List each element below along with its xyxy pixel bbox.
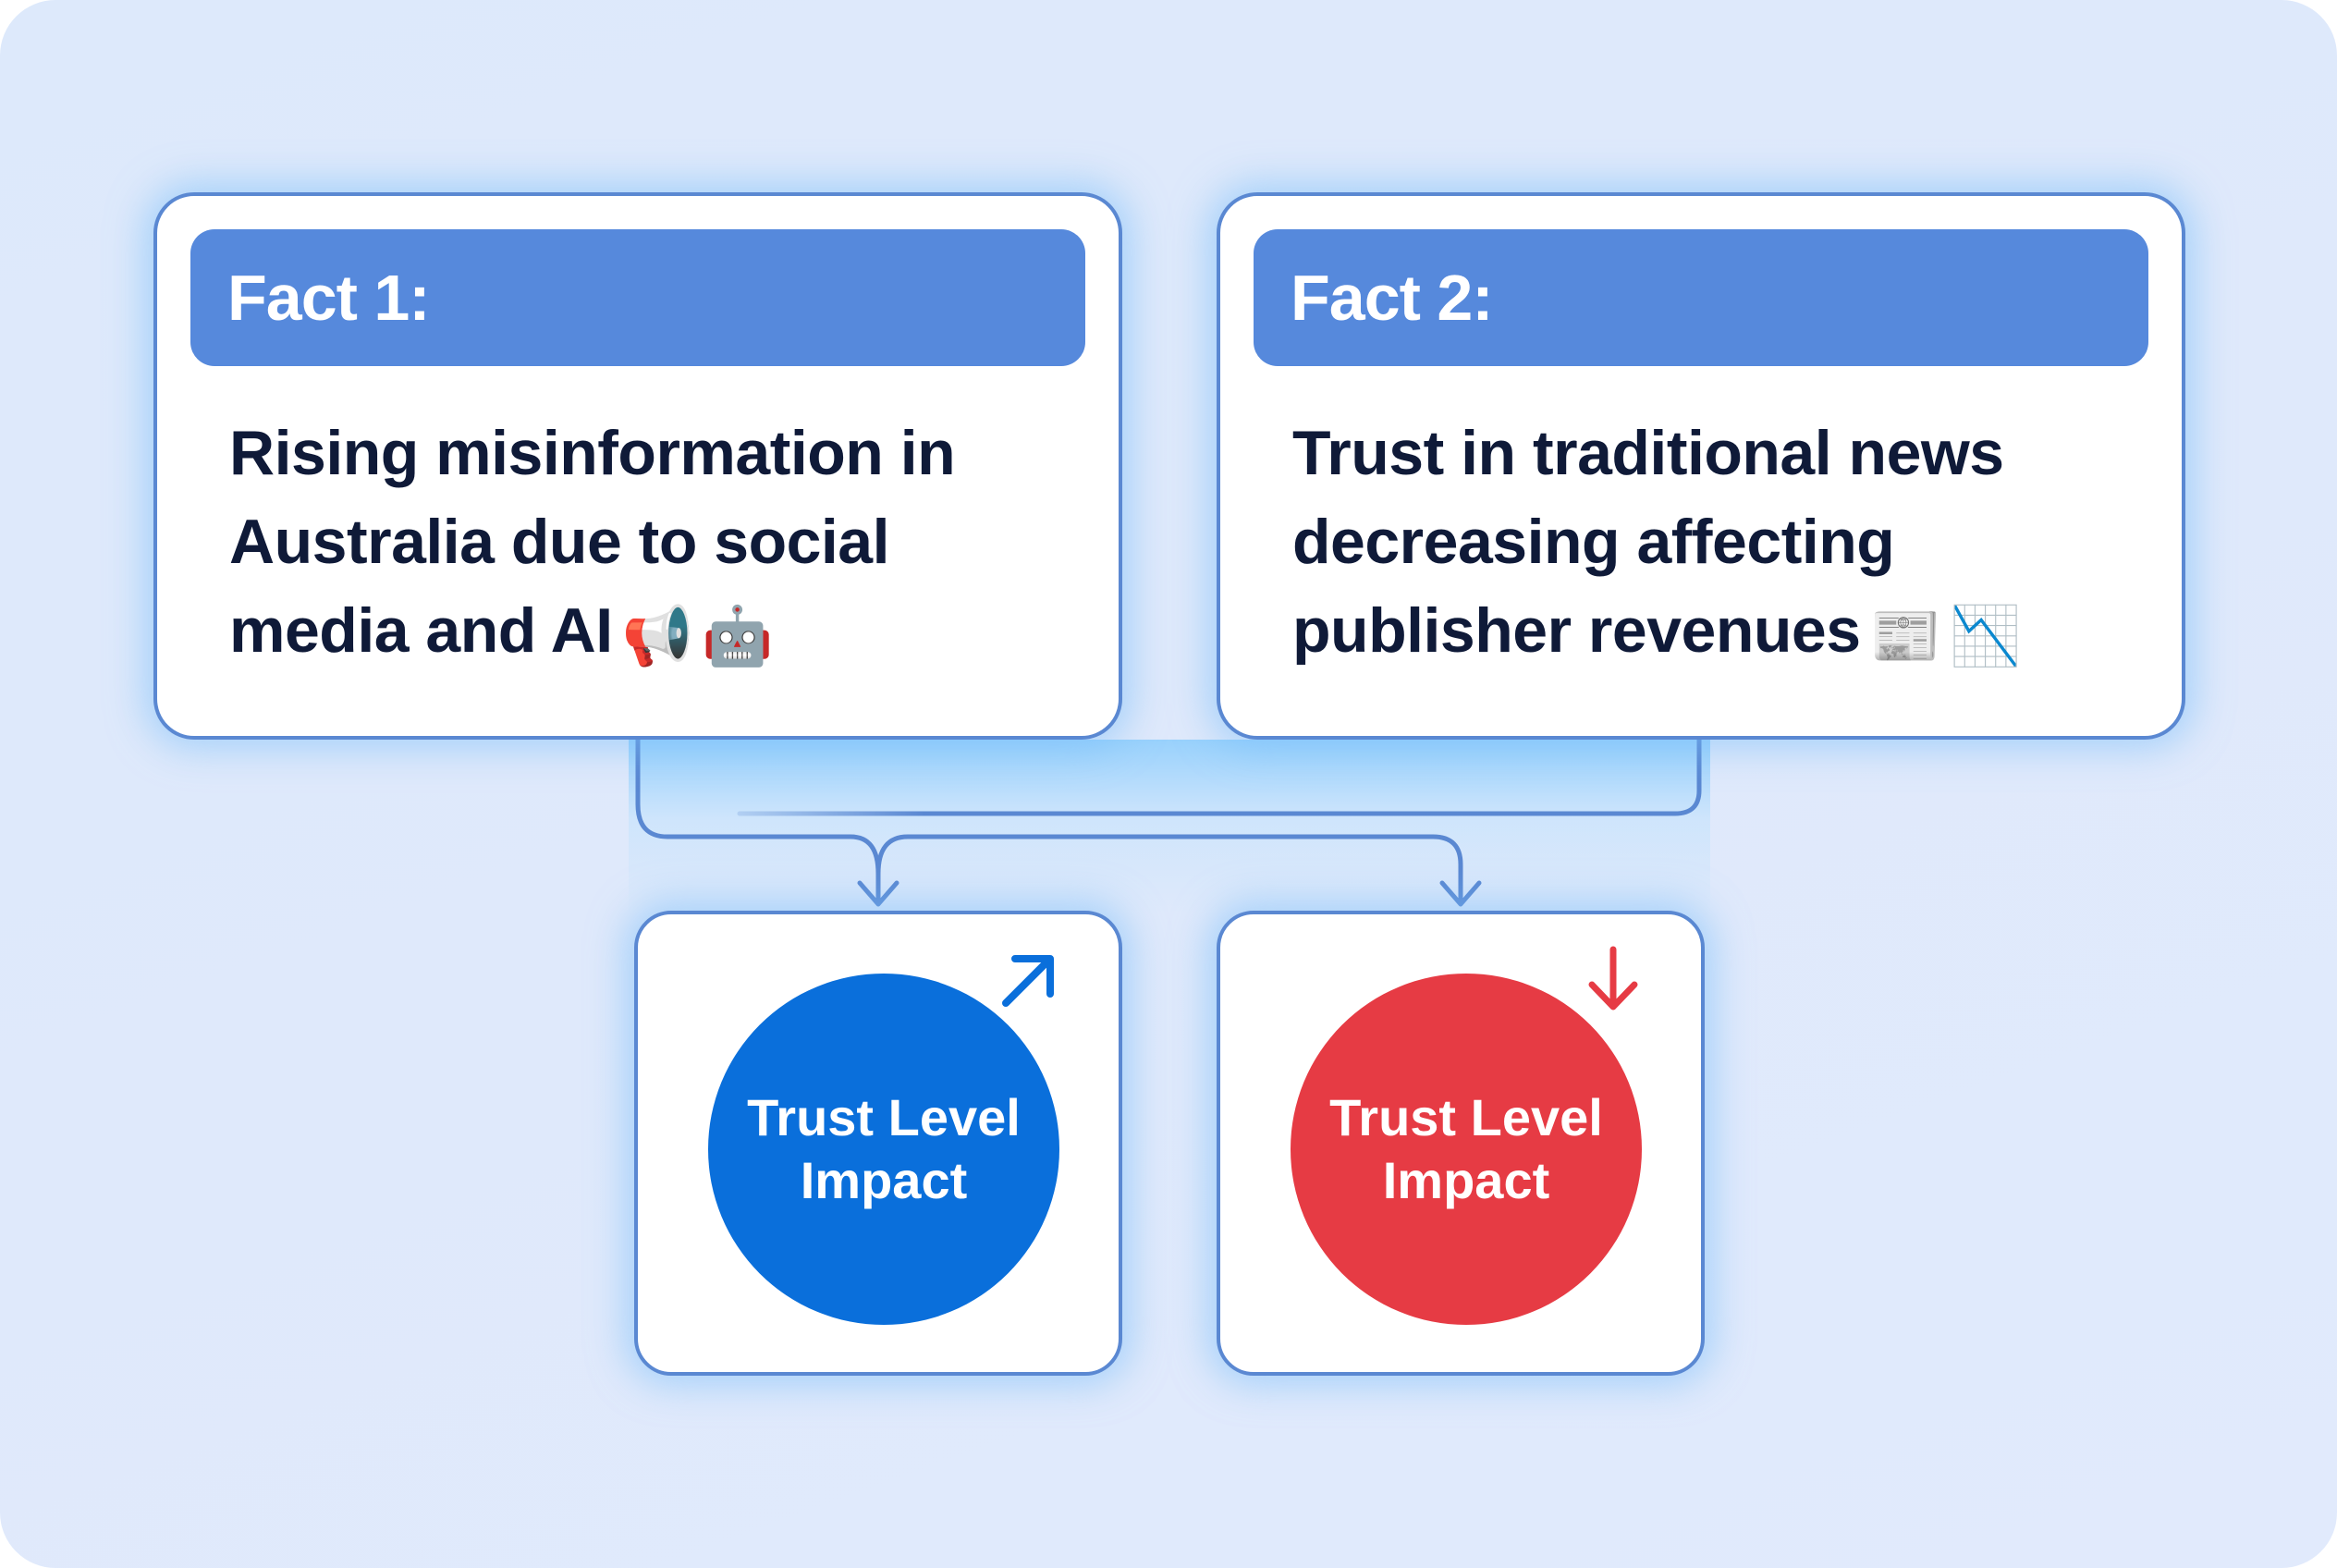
impact-card-positive: Trust Level Impact: [634, 911, 1122, 1376]
newspaper-icon: 📰: [1869, 605, 1941, 668]
fact-header-2: Fact 2:: [1254, 229, 2148, 366]
fact-line: publisher revenues: [1292, 595, 1861, 666]
connector-glow: [629, 740, 1710, 915]
fact-body-1: Rising misinformation in Australia due t…: [229, 409, 1082, 681]
fact-title: Fact 1:: [227, 262, 431, 334]
fact-line: Trust in traditional news: [1292, 418, 2004, 488]
fact-header-1: Fact 1:: [190, 229, 1085, 366]
chart-decreasing-icon: 📉: [1950, 605, 2021, 668]
fact-line: media and AI: [229, 595, 613, 666]
impact-label: Trust Level: [747, 1088, 1021, 1146]
robot-icon: 🤖: [702, 605, 774, 668]
fact-title: Fact 2:: [1291, 262, 1494, 334]
impact-circle-blue: Trust Level Impact: [708, 974, 1059, 1325]
fact-line: decreasing affecting: [1292, 507, 1895, 577]
impact-label: Impact: [1382, 1151, 1550, 1209]
fact-line: Australia due to social: [229, 507, 890, 577]
arrow-down-icon: [1588, 946, 1638, 1011]
impact-circle-red: Trust Level Impact: [1291, 974, 1642, 1325]
impact-label: Impact: [800, 1151, 968, 1209]
fact-card-1: Fact 1: Rising misinformation in Austral…: [153, 192, 1122, 740]
fact-body-2: Trust in traditional news decreasing aff…: [1292, 409, 2145, 681]
fact-line: Rising misinformation in: [229, 418, 956, 488]
fact-card-2: Fact 2: Trust in traditional news decrea…: [1217, 192, 2185, 740]
megaphone-icon: 📢: [621, 605, 693, 668]
impact-label: Trust Level: [1329, 1088, 1603, 1146]
arrow-up-right-icon: [1002, 955, 1054, 1007]
impact-card-negative: Trust Level Impact: [1217, 911, 1705, 1376]
